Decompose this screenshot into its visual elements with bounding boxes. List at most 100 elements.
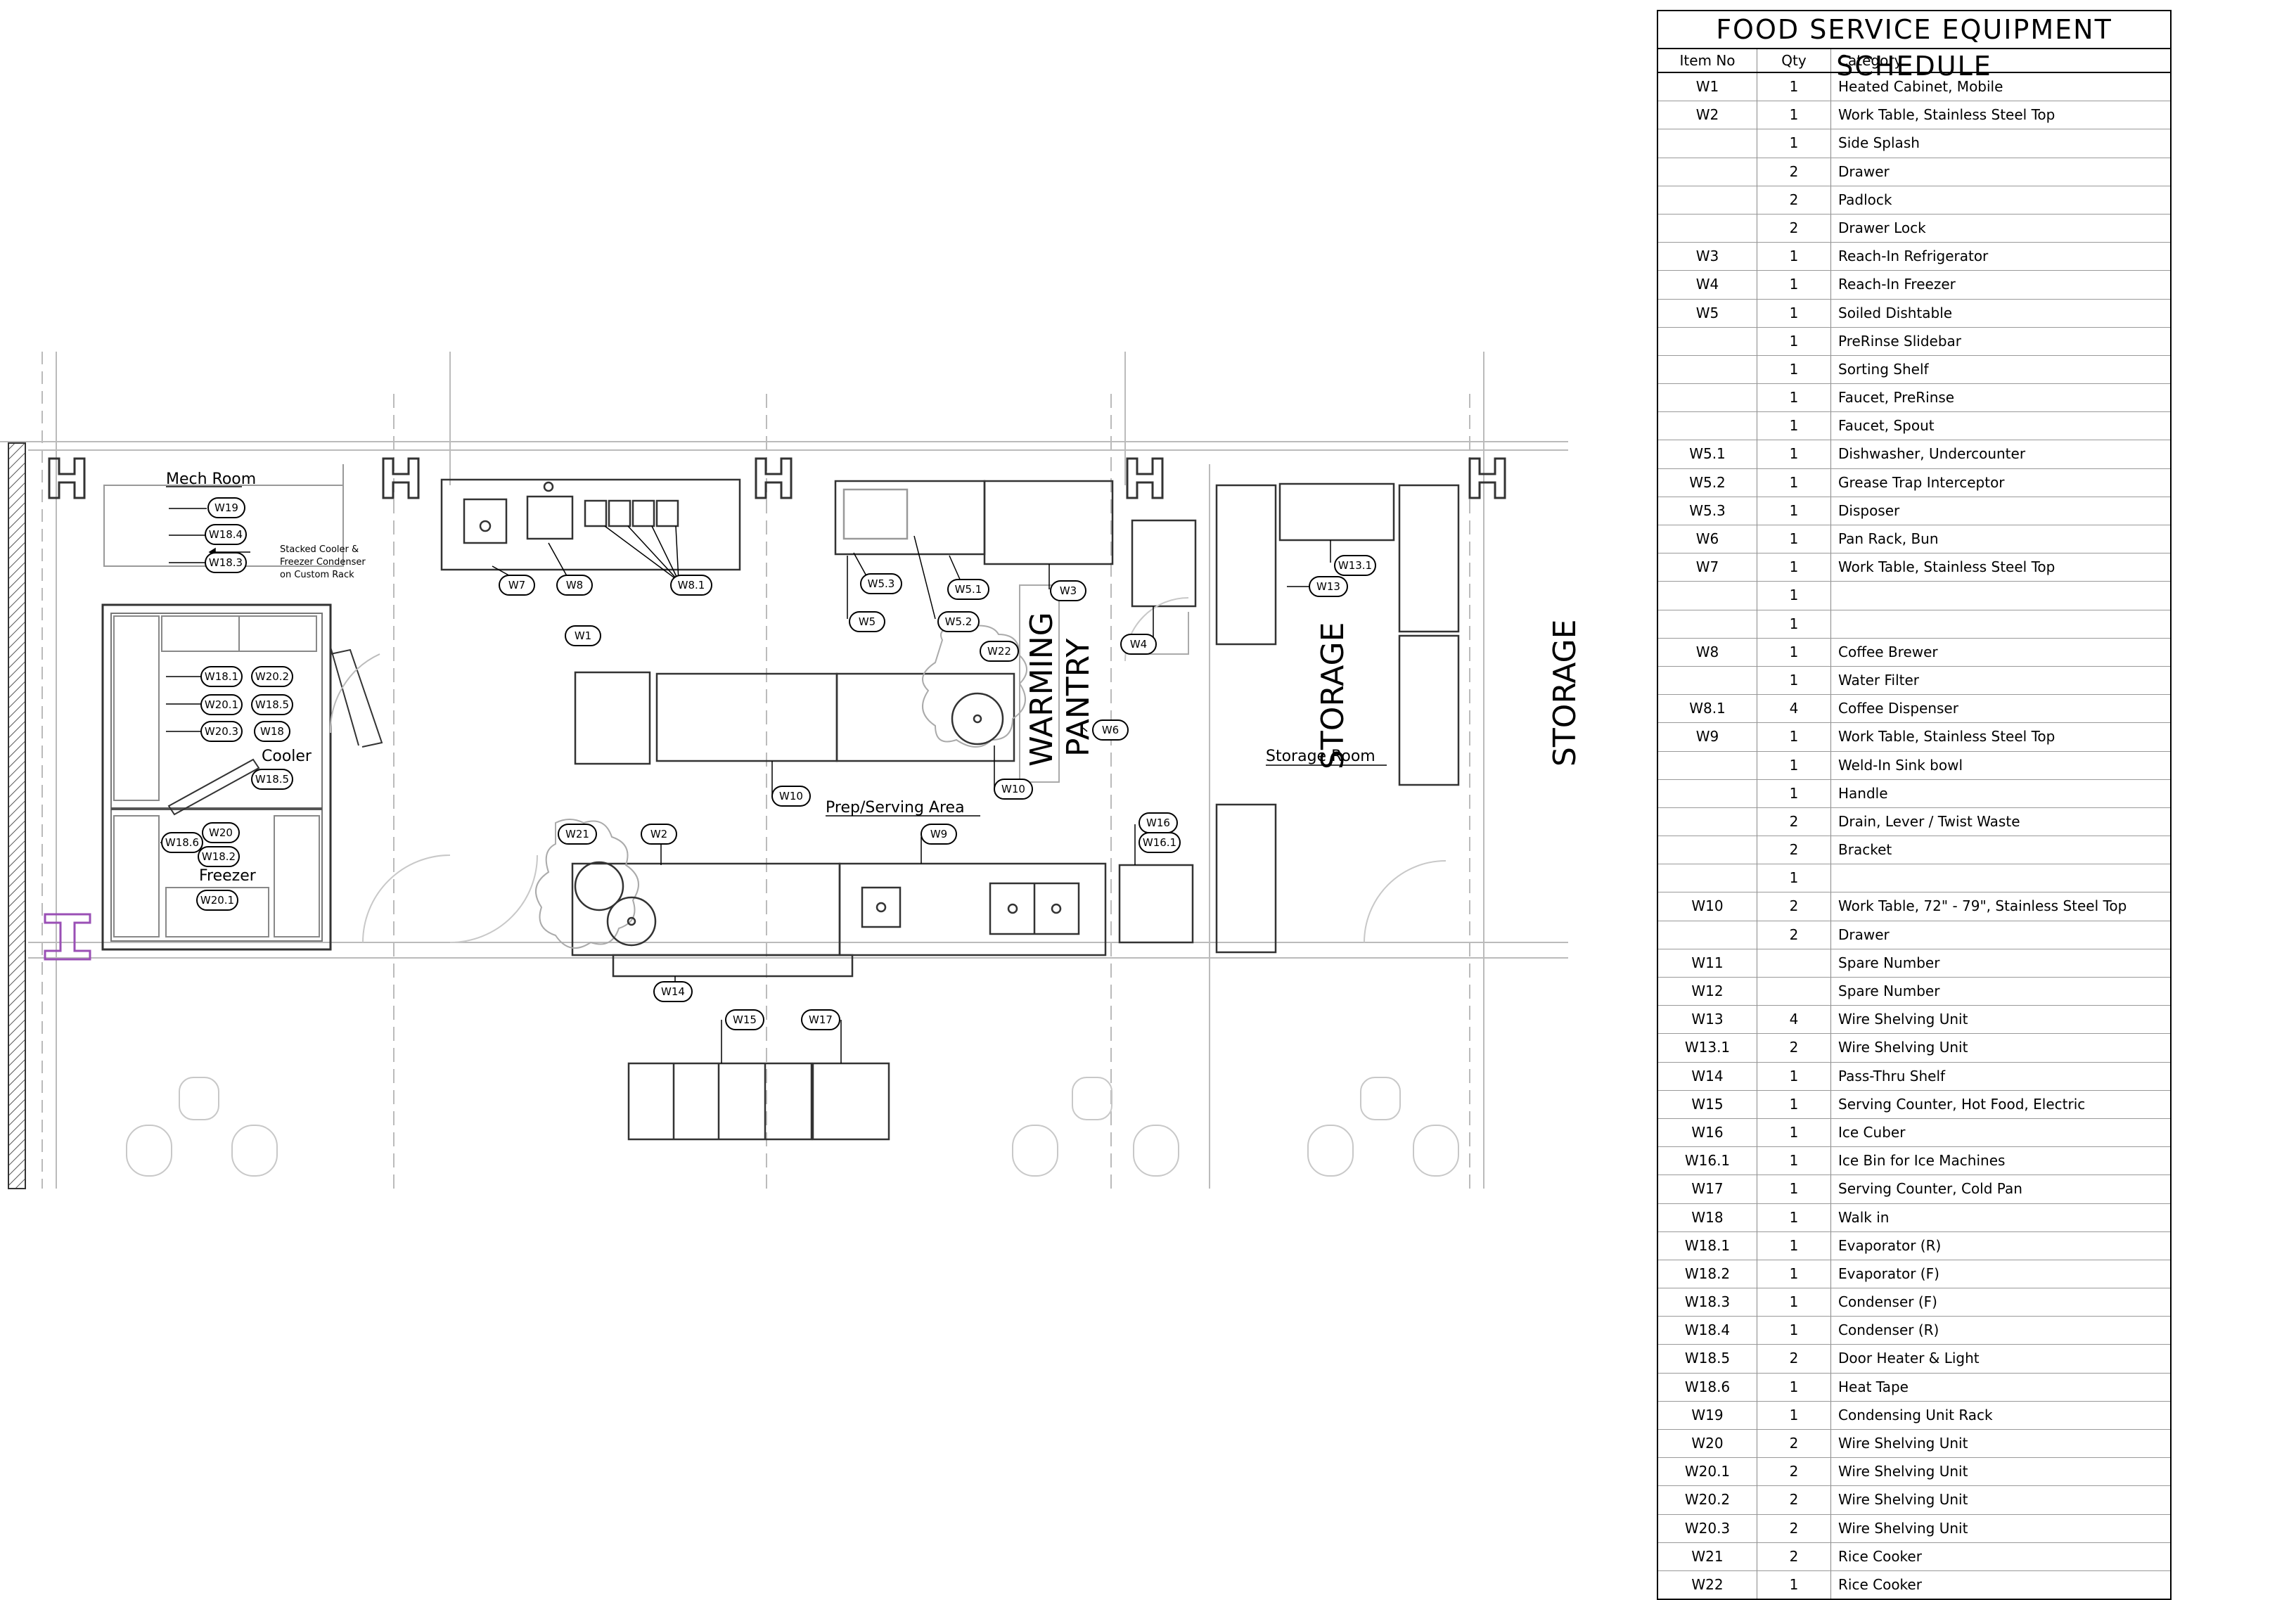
tag-w7[interactable]: W7 xyxy=(499,575,535,596)
tag-w18-1[interactable]: W18.1 xyxy=(200,666,243,687)
tag-w6[interactable]: W6 xyxy=(1092,719,1129,741)
cell-qty: 1 xyxy=(1757,412,1831,440)
cell-item-no xyxy=(1658,158,1757,186)
cell-item-no: W17 xyxy=(1658,1175,1757,1203)
tag-w16[interactable]: W16 xyxy=(1139,812,1178,833)
tag-w22[interactable]: W22 xyxy=(980,641,1019,662)
cell-qty: 2 xyxy=(1757,214,1831,243)
cell-item-no xyxy=(1658,751,1757,779)
svg-text:W20.1: W20.1 xyxy=(200,894,234,907)
tag-w1[interactable]: W1 xyxy=(565,625,601,646)
cell-category: Side Splash xyxy=(1838,134,1920,152)
svg-text:W5.3: W5.3 xyxy=(868,577,895,590)
tag-w18-5b[interactable]: W18.5 xyxy=(251,769,293,790)
cell-item-no: W8.1 xyxy=(1658,695,1757,723)
cell-category: Work Table, Stainless Steel Top xyxy=(1838,106,2056,124)
cell-category: Soiled Dishtable xyxy=(1838,304,1953,321)
tag-w8-1[interactable]: W8.1 xyxy=(670,575,712,596)
tag-w18[interactable]: W18 xyxy=(254,721,290,742)
structural-columns xyxy=(48,457,1506,499)
tag-w10b[interactable]: W10 xyxy=(994,779,1033,800)
cell-qty: 1 xyxy=(1757,497,1831,525)
cell-item-no: W16.1 xyxy=(1658,1147,1757,1175)
cell-item-no xyxy=(1658,327,1757,355)
tag-w5-3[interactable]: W5.3 xyxy=(860,573,902,594)
svg-text:W16: W16 xyxy=(1146,817,1170,829)
cell-category: Grease Trap Interceptor xyxy=(1838,473,2005,491)
cell-item-no: W5.1 xyxy=(1658,440,1757,468)
tag-w14[interactable]: W14 xyxy=(653,981,693,1002)
svg-text:W10: W10 xyxy=(779,790,803,802)
cell-qty: 2 xyxy=(1757,892,1831,921)
tag-w19[interactable]: W19 xyxy=(207,497,245,518)
tag-w20-2[interactable]: W20.2 xyxy=(251,666,293,687)
cell-category: Condensing Unit Rack xyxy=(1838,1406,1993,1423)
cell-qty: 1 xyxy=(1757,101,1831,129)
cell-qty: 1 xyxy=(1757,129,1831,158)
tag-w3[interactable]: W3 xyxy=(1050,580,1086,601)
svg-text:W13.1: W13.1 xyxy=(1338,559,1372,572)
cell-category: Rice Cooker xyxy=(1838,1575,1922,1593)
tag-w20-1b[interactable]: W20.1 xyxy=(196,890,238,911)
cell-category xyxy=(1831,582,2170,609)
cell-item-no xyxy=(1658,582,1757,610)
cell-category: Rice Cooker xyxy=(1838,1547,1922,1565)
cell-qty: 2 xyxy=(1757,1345,1831,1373)
cell-item-no: W22 xyxy=(1658,1570,1757,1599)
tag-w15[interactable]: W15 xyxy=(725,1009,764,1030)
cell-item-no: W20.1 xyxy=(1658,1458,1757,1486)
cell-category: Serving Counter, Hot Food, Electric xyxy=(1838,1095,2086,1113)
tag-w5-1[interactable]: W5.1 xyxy=(947,579,989,600)
tag-w18-6[interactable]: W18.6 xyxy=(161,832,203,853)
tag-w18-5a[interactable]: W18.5 xyxy=(251,694,293,715)
tag-w21[interactable]: W21 xyxy=(558,824,597,845)
cell-category: Wire Shelving Unit xyxy=(1838,1519,1968,1537)
tag-w20-1a[interactable]: W20.1 xyxy=(200,694,243,715)
cell-item-no: W9 xyxy=(1658,723,1757,751)
tag-w13[interactable]: W13 xyxy=(1309,576,1348,597)
tag-w20[interactable]: W20 xyxy=(202,822,240,843)
tag-w17[interactable]: W17 xyxy=(801,1009,840,1030)
tag-w18-2[interactable]: W18.2 xyxy=(198,846,240,867)
cell-qty: 1 xyxy=(1757,1118,1831,1147)
table-row: 1 Side Splash xyxy=(1658,129,2170,158)
tag-w5-2[interactable]: W5.2 xyxy=(937,611,980,632)
cell-qty: 1 xyxy=(1757,1062,1831,1090)
tag-w20-3[interactable]: W20.3 xyxy=(200,721,243,742)
tag-w18-4[interactable]: W18.4 xyxy=(205,524,247,545)
cell-item-no xyxy=(1658,666,1757,695)
tag-w18-3[interactable]: W18.3 xyxy=(205,552,247,573)
cell-qty: 1 xyxy=(1757,723,1831,751)
tag-w5[interactable]: W5 xyxy=(849,611,885,632)
tag-w13-1[interactable]: W13.1 xyxy=(1334,555,1376,576)
cell-qty: 1 xyxy=(1757,327,1831,355)
svg-text:W5: W5 xyxy=(859,615,876,628)
cell-qty: 1 xyxy=(1757,1147,1831,1175)
svg-text:W13: W13 xyxy=(1316,580,1340,593)
cell-category: PreRinse Slidebar xyxy=(1838,332,1961,350)
tag-w10a[interactable]: W10 xyxy=(771,786,811,807)
tag-w2[interactable]: W2 xyxy=(641,824,677,845)
condenser-note-3: on Custom Rack xyxy=(280,570,354,580)
tag-w9[interactable]: W9 xyxy=(921,824,957,845)
svg-text:W22: W22 xyxy=(987,645,1011,658)
wall-lines xyxy=(0,352,1568,1189)
tag-w16-1[interactable]: W16.1 xyxy=(1139,832,1181,853)
svg-text:W18.6: W18.6 xyxy=(165,836,199,849)
tag-w8[interactable]: W8 xyxy=(556,575,593,596)
column-marker-icon xyxy=(44,913,91,961)
cell-category: Pass-Thru Shelf xyxy=(1838,1067,1946,1084)
cell-category: Door Heater & Light xyxy=(1838,1350,1980,1367)
cell-qty: 1 xyxy=(1757,384,1831,412)
tag-w4[interactable]: W4 xyxy=(1120,634,1157,655)
